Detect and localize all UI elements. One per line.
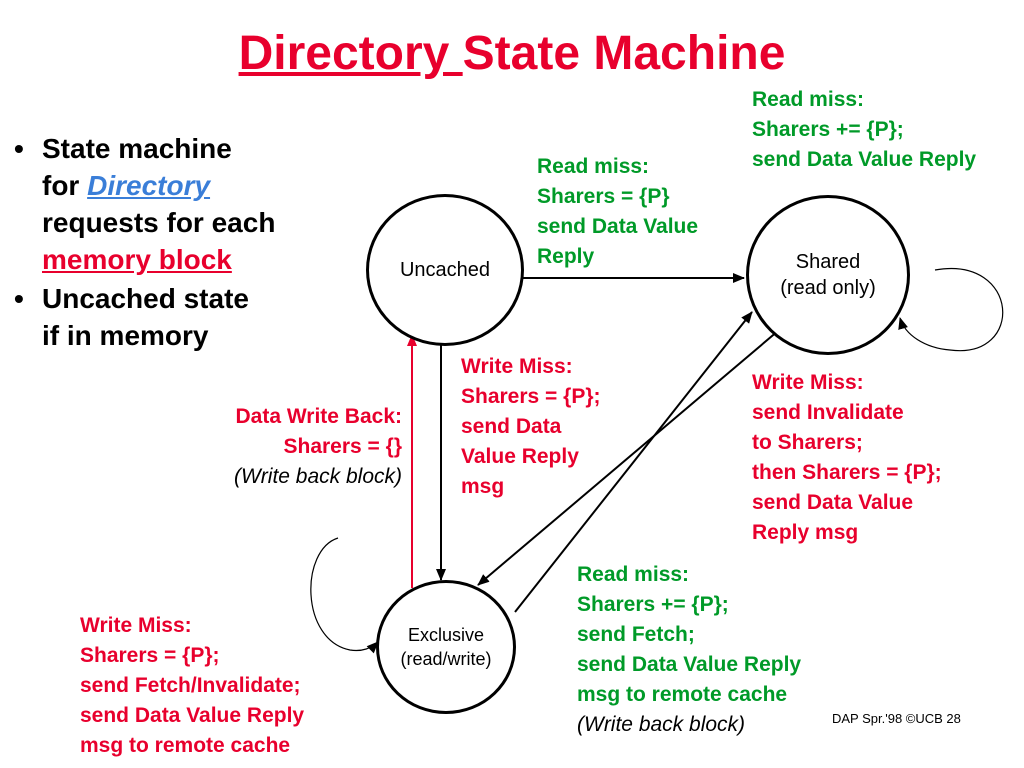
bullet-text: if in memory: [42, 320, 209, 351]
directory-link[interactable]: Directory: [87, 170, 211, 201]
label-line: Sharers = {P};: [461, 385, 601, 408]
state-label: Uncached: [399, 259, 491, 281]
bullet-text: requests for each: [42, 207, 276, 238]
edge-exclusive-to-shared: [514, 311, 753, 613]
label-line: msg to remote cache: [577, 683, 788, 706]
title-state-machine: State Machine: [462, 27, 786, 80]
label-line: to Sharers;: [752, 431, 863, 454]
label-line: send Data Value: [752, 491, 914, 514]
state-exclusive: Exclusive (read/write): [376, 580, 516, 714]
slide-footer: DAP Spr.'98 ©UCB 28: [832, 711, 961, 726]
label-shared-self-loop: Read miss: Sharers += {P}; send Data Val…: [752, 85, 976, 175]
label-line: msg: [461, 475, 505, 498]
bullet-glyph: •: [14, 283, 24, 314]
label-line: Sharers = {P};: [80, 644, 220, 667]
label-line: send Data Value: [537, 215, 699, 238]
bullet-glyph: •: [14, 133, 24, 164]
label-line: Sharers += {P};: [752, 118, 904, 141]
label-line: send Data: [461, 415, 562, 438]
label-line: Reply msg: [752, 521, 859, 544]
edge-shared-to-exclusive: [477, 324, 786, 586]
bullet-item-state-machine: • State machine for Directory requests f…: [14, 130, 344, 278]
label-line: Write Miss:: [461, 355, 573, 378]
edge-exclusive-self-loop: [310, 537, 379, 654]
label-line: send Invalidate: [752, 401, 904, 424]
state-uncached: Uncached: [366, 194, 524, 346]
edge-shared-self-loop: [898, 267, 1004, 352]
label-exclusive-to-shared: Read miss: Sharers += {P}; send Fetch; s…: [577, 560, 801, 740]
label-line: Write Miss:: [752, 371, 864, 394]
state-label: Shared: [795, 251, 861, 273]
label-line: Sharers = {P}: [537, 185, 670, 208]
label-exclusive-self-loop: Write Miss: Sharers = {P}; send Fetch/In…: [80, 611, 304, 761]
label-line: send Data Value Reply: [577, 653, 802, 676]
label-line: msg to remote cache: [80, 734, 291, 757]
label-line: Write Miss:: [80, 614, 192, 637]
label-line: Sharers += {P};: [577, 593, 729, 616]
label-exclusive-to-uncached: Data Write Back: Sharers = {} (Write bac…: [196, 402, 402, 492]
bullet-item-uncached: • Uncached state if in memory: [14, 280, 344, 354]
label-line: (Write back block): [577, 713, 746, 736]
label-line: Read miss:: [537, 155, 650, 178]
bullet-list: • State machine for Directory requests f…: [14, 130, 344, 354]
page-title: Directory State Machine: [0, 30, 1024, 78]
label-line: Reply: [537, 245, 595, 268]
state-label: (read only): [780, 277, 876, 299]
bullet-text: State machine: [42, 133, 232, 164]
memory-block-link[interactable]: memory block: [42, 244, 232, 275]
label-shared-to-exclusive: Write Miss: send Invalidate to Sharers; …: [752, 368, 942, 548]
bullet-text: Uncached state: [42, 283, 249, 314]
label-uncached-to-shared: Read miss: Sharers = {P} send Data Value…: [537, 152, 698, 272]
state-label: Exclusive: [407, 625, 485, 645]
label-line: send Data Value Reply: [80, 704, 305, 727]
label-line: (Write back block): [233, 465, 402, 488]
label-line: send Data Value Reply: [752, 148, 977, 171]
label-line: Read miss:: [752, 88, 865, 111]
label-line: Data Write Back:: [235, 405, 402, 428]
label-line: Value Reply: [461, 445, 579, 468]
label-line: send Fetch/Invalidate;: [80, 674, 301, 697]
state-label: (read/write): [400, 649, 492, 669]
label-line: then Sharers = {P};: [752, 461, 942, 484]
bullet-text: for: [42, 170, 88, 201]
label-line: send Fetch;: [577, 623, 695, 646]
title-directory: Directory: [238, 27, 463, 80]
label-line: Read miss:: [577, 563, 690, 586]
state-shared: Shared (read only): [746, 195, 910, 355]
label-uncached-to-exclusive: Write Miss: Sharers = {P}; send Data Val…: [461, 352, 601, 502]
label-line: Sharers = {}: [283, 435, 403, 458]
